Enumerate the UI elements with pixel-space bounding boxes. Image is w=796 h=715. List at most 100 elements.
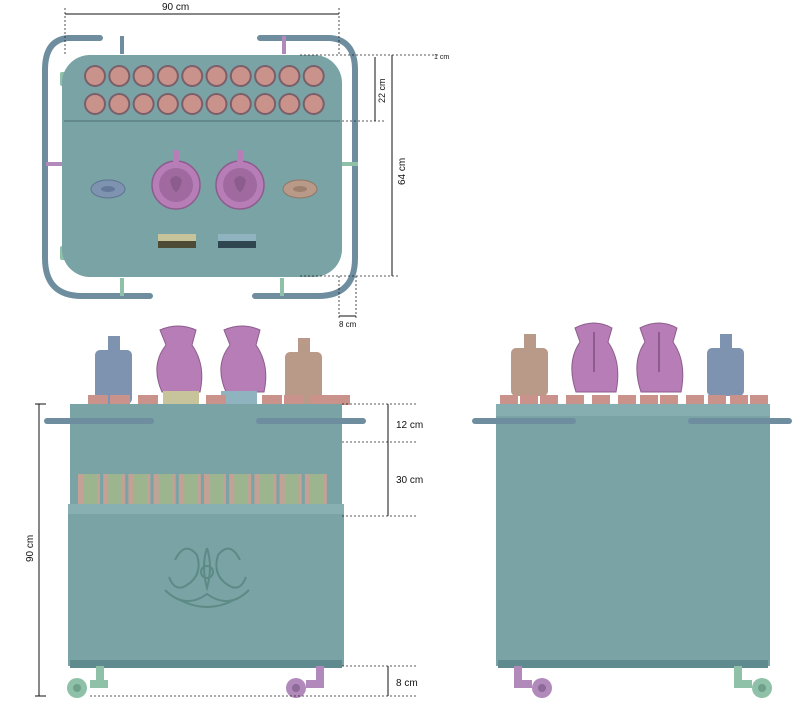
wheel-height-label: 8 cm [396,678,418,689]
front-tan-bottle [285,338,322,404]
cup [181,93,204,115]
middle-section-label: 30 cm [396,475,423,486]
back-handle-left [472,418,576,424]
ornament-emblem [164,547,250,608]
top-view-rail-left [42,35,153,299]
cup [284,395,304,405]
gap-label: 1 cm [434,54,449,61]
cup [750,395,768,405]
blue-oval-inner [101,186,115,192]
glass [279,474,302,504]
rail-label: 8 cm [339,320,357,329]
cup [181,65,204,87]
cup [132,65,155,87]
jug-top-left [151,150,201,210]
back-jug-left [571,322,619,393]
front-blue-plate [221,391,257,405]
jug-top-right [215,150,265,210]
back-cup-row [500,395,768,405]
back-base [498,660,768,668]
back-body [496,404,770,666]
cup [229,93,252,115]
cup [254,93,277,115]
front-tan-plate [163,391,199,405]
cup [156,65,179,87]
front-jug-right [220,325,267,393]
cup [520,395,538,405]
top-section-label: 12 cm [396,420,423,431]
front-base [70,660,342,668]
back-body-highlight [496,404,770,416]
cup [254,65,277,87]
top-view: 90 cm 22 cm 1 cm 64 cm 8 cm [42,2,449,329]
tan-label-plate-dark [158,241,196,248]
cup [205,93,228,115]
front-jug-left [156,325,203,393]
back-blue-bottle [707,334,744,396]
cup [132,93,155,115]
glass [204,474,226,504]
cup [108,93,131,115]
cup [229,65,252,87]
cup [278,65,301,87]
cup [592,395,610,405]
cup [206,395,226,405]
cup [110,395,130,405]
back-wheel-right [734,666,772,698]
cup [686,395,704,405]
front-lower-shadow [68,504,344,514]
top-bracket-4 [340,162,358,166]
back-tan-bottle [511,334,548,396]
cup [660,395,678,405]
glass [178,474,201,504]
blue-label-plate-dark [218,241,256,248]
cup [540,395,558,405]
height-label: 90 cm [25,535,36,562]
top-bracket-5 [120,278,124,296]
front-wheel-left [67,666,108,698]
cup [262,395,282,405]
cup [88,395,108,405]
front-blue-bottle [95,336,132,404]
front-handle-left [44,418,154,424]
back-handle-right [688,418,792,424]
top-bracket-2 [282,36,286,54]
back-jug-right [636,322,684,393]
strip-label: 22 cm [377,78,387,103]
glass [304,474,327,504]
top-width-label: 90 cm [162,2,189,13]
front-handle-right [256,418,366,424]
cup [566,395,584,405]
top-view-rail-right [252,35,358,299]
cup [138,395,158,405]
cup [708,395,726,405]
cup [640,395,658,405]
glass [128,474,151,504]
glass [78,474,100,504]
depth-label: 64 cm [397,158,408,185]
cup [156,93,179,115]
front-view: 90 cm 12 cm 30 cm 8 cm [25,325,423,698]
cup [84,65,106,87]
cup [302,93,325,115]
cup [302,65,325,87]
top-bracket-3 [46,162,64,166]
front-wheel-right [286,666,324,698]
top-bracket-6 [280,278,284,296]
top-bracket-1 [120,36,124,54]
cup [618,395,636,405]
glass [103,474,126,504]
cup-grid [84,65,325,115]
glass [254,474,277,504]
back-wheel-left [514,666,552,698]
back-view [472,322,792,698]
cup [500,395,518,405]
cup [278,93,301,115]
cup [330,395,350,405]
tan-oval-inner [293,186,307,192]
top-view-body [62,55,342,277]
cup [730,395,748,405]
cup [205,65,228,87]
front-cup-row [88,395,350,405]
